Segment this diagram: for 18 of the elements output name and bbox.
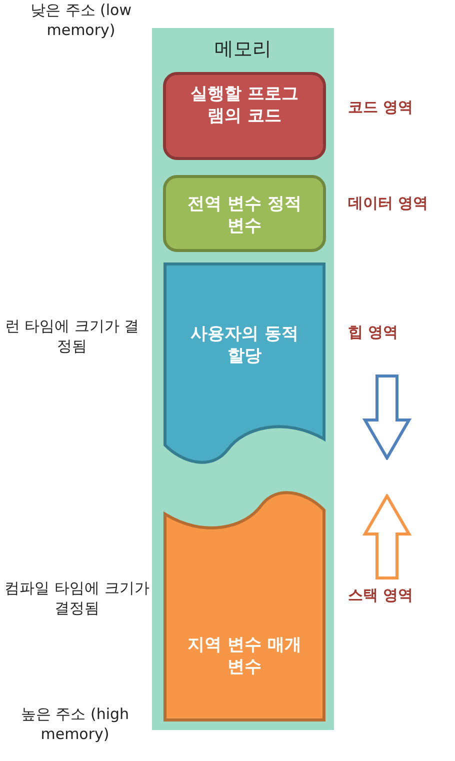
region-text: 전역 변수 정적 변수 [186,192,302,236]
address-note: 런 타임에 크기가 결정됨 [4,316,140,356]
region-text: 지역 변수 매개변수 [186,634,302,678]
region-label: 코드 영역 [348,98,414,117]
heap-shape [163,262,326,467]
memory-column [152,28,334,730]
region-label: 데이터 영역 [348,194,428,213]
address-note: 낮은 주소 (low memory) [29,0,132,40]
region-label: 힙 영역 [348,323,398,342]
code-box [163,72,326,160]
region-text: 실행할 프로그램의 코드 [190,83,300,127]
address-note: 높은 주소 (high memory) [20,704,130,744]
data-box [163,175,326,252]
region-text: 사용자의 동적 할당 [190,323,300,367]
region-label: 스택 영역 [348,586,414,605]
stack-shape [163,488,326,722]
address-note: 컴파일 타임에 크기가 결정됨 [4,578,150,618]
column-title: 메모리 [214,37,272,62]
